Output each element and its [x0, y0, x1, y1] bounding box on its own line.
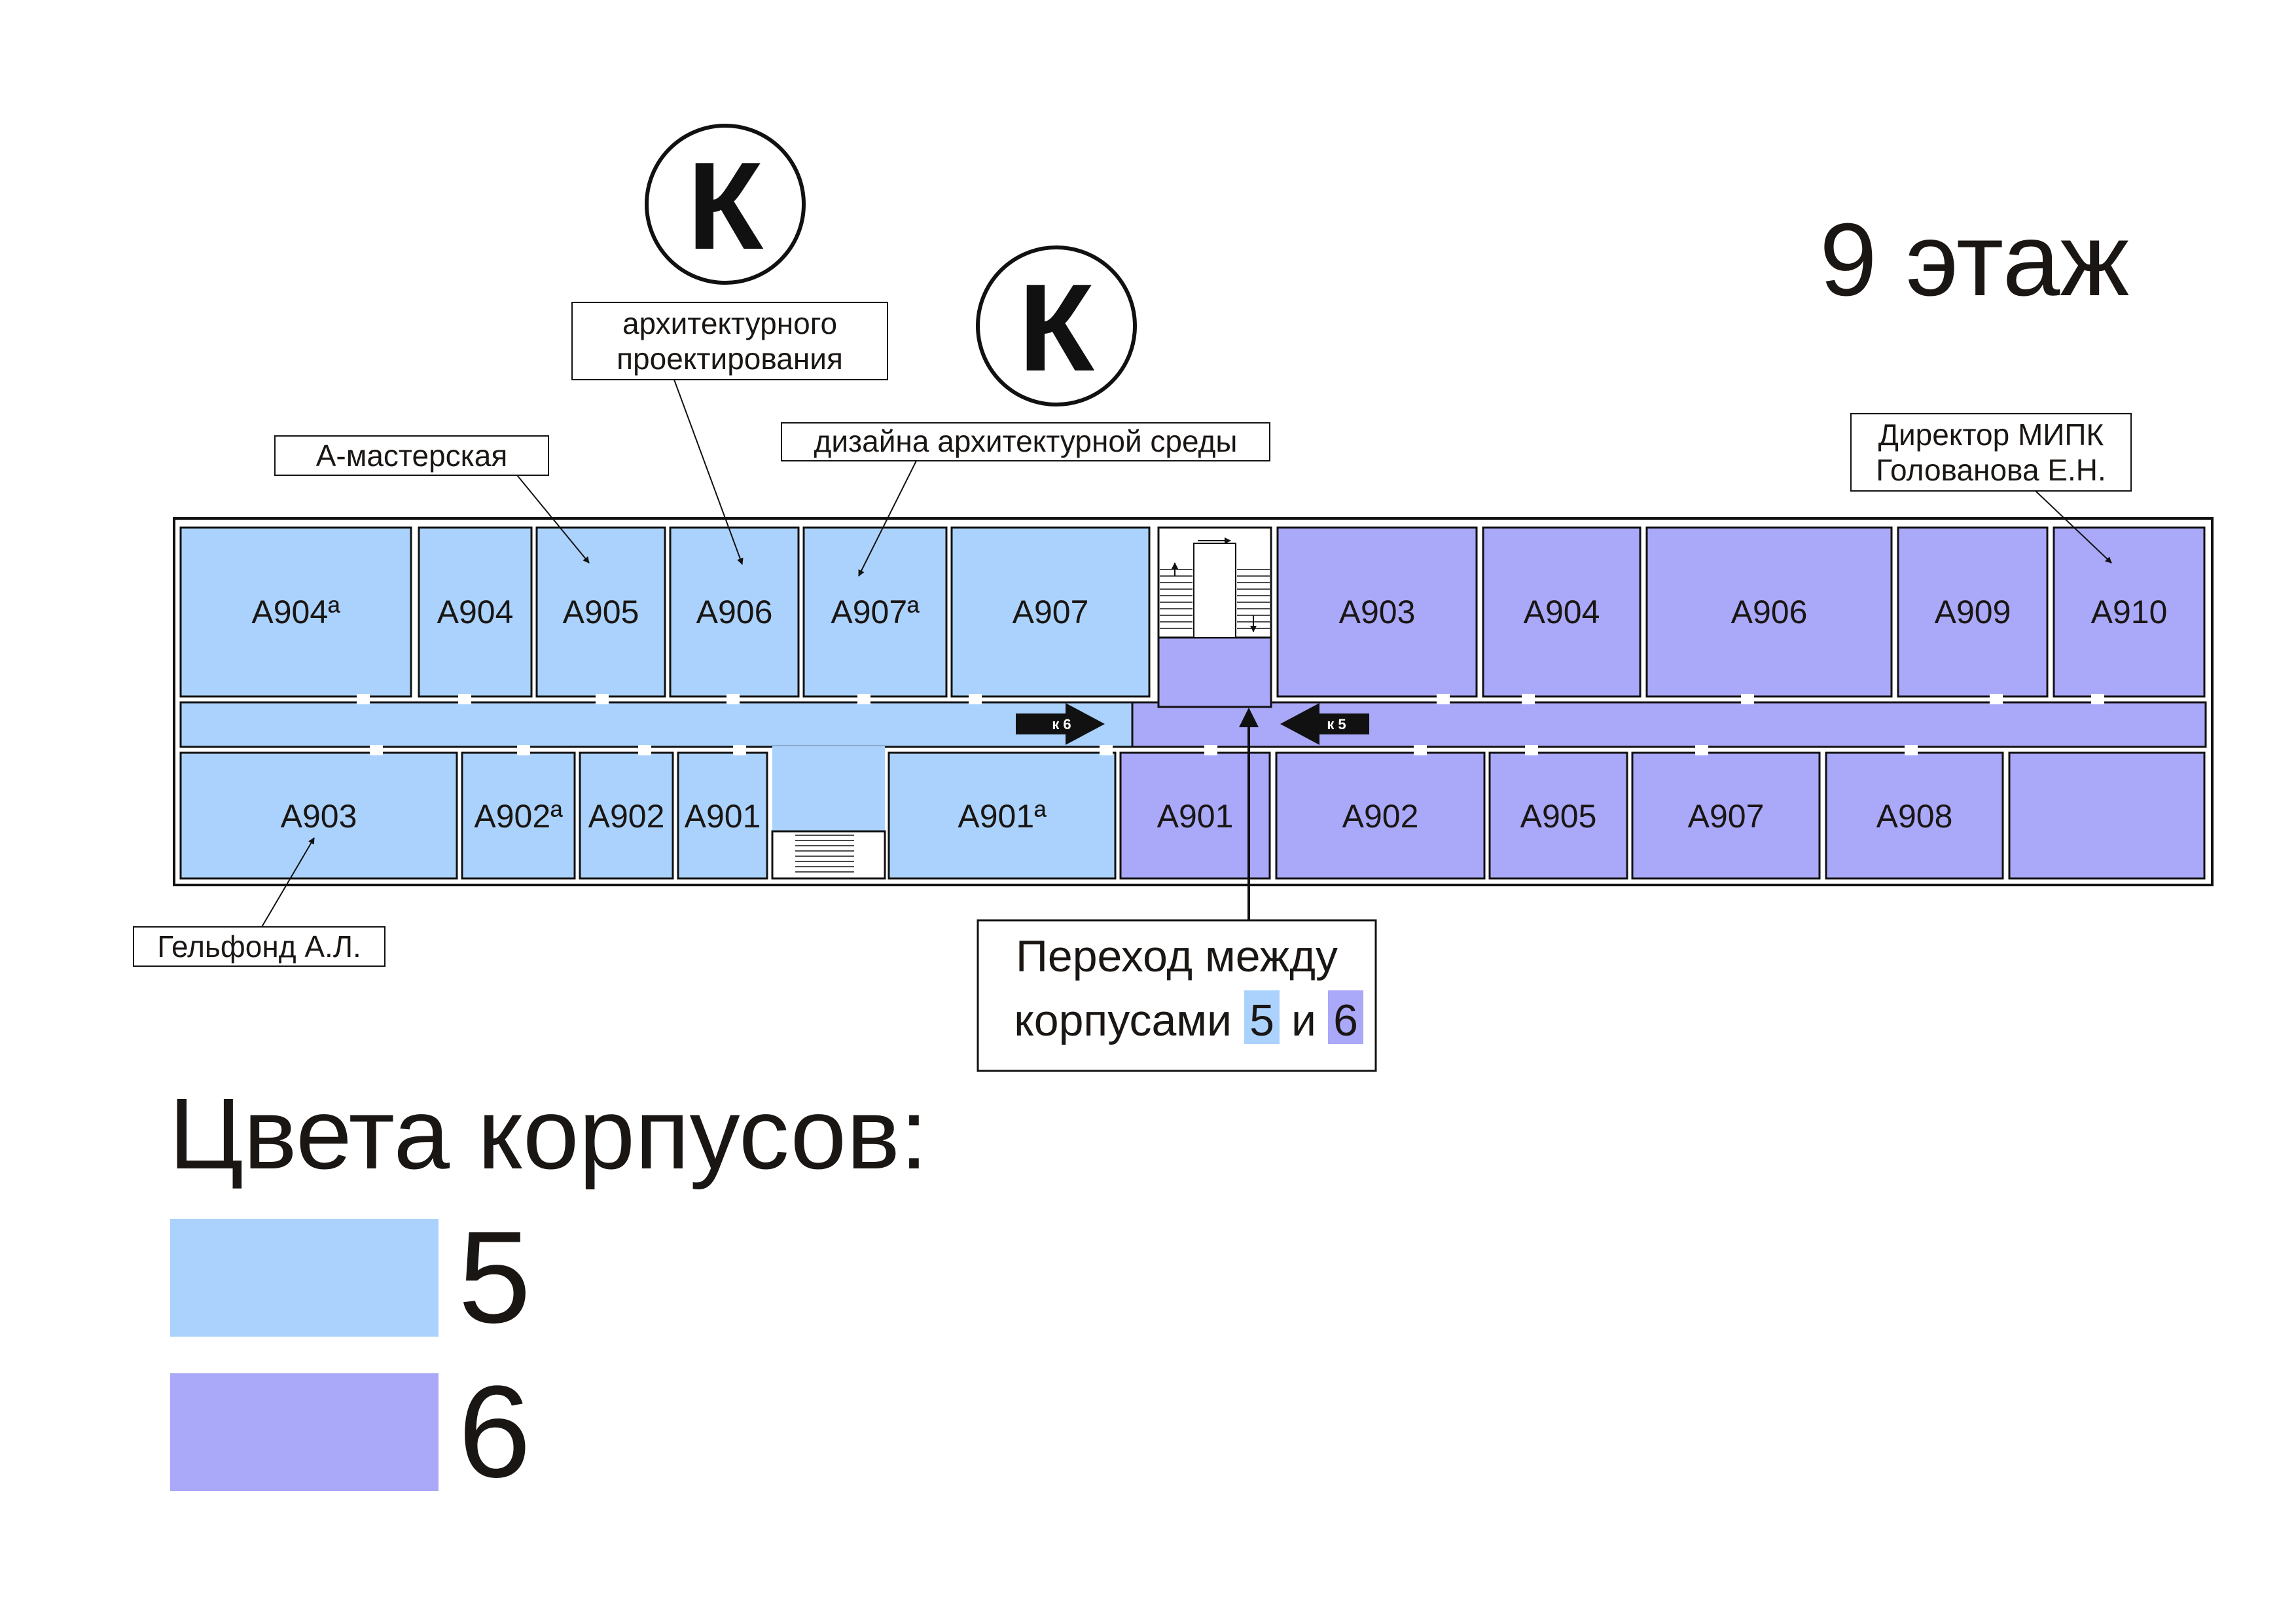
transition-conjunction: и — [1291, 996, 1316, 1045]
room-label: А904 — [1524, 594, 1600, 630]
room-box — [1825, 751, 2004, 880]
legend-swatch-building-6 — [170, 1373, 439, 1491]
room-box — [535, 526, 666, 698]
room-label: А902 — [588, 798, 665, 835]
svg-text:Директор МИПК: Директор МИПК — [1878, 418, 2104, 452]
badge-letter: К — [1018, 259, 1095, 397]
room-label: А910 — [2091, 594, 2168, 630]
transition-prefix: корпусами — [1014, 996, 1232, 1045]
rooms-building-5 — [179, 526, 1151, 880]
room-label: А902 — [1342, 798, 1419, 835]
callout-transition: Переход между корпусами 5 и 6 — [977, 708, 1377, 1072]
room-box — [2053, 526, 2206, 698]
room-labels-building-5: А904ª А904 А905 А906 А907ª А907 А903 А90… — [251, 594, 1088, 835]
room-labels-building-6: А903 А904 А906 А909 А910 А901 А902 А905 … — [1157, 594, 2168, 835]
room-label: А904ª — [251, 594, 340, 630]
corridor-building-5-stair-hall — [772, 746, 885, 831]
room-label: А907ª — [831, 594, 920, 630]
room-label: А905 — [563, 594, 639, 630]
legend-label-building-6: 6 — [458, 1359, 531, 1505]
doors — [357, 694, 2104, 755]
direction-arrow-to-5: к 5 — [1280, 703, 1369, 745]
room-label: А903 — [281, 798, 357, 835]
room-label: А901ª — [958, 798, 1047, 835]
callout-env-design: дизайна архитектурной среды — [781, 422, 1270, 577]
room-box — [579, 751, 674, 880]
department-badge-arch-design: К — [645, 124, 806, 285]
room-box — [179, 751, 458, 880]
legend-label-building-5: 5 — [458, 1204, 531, 1350]
svg-text:А-мастерская: А-мастерская — [316, 439, 508, 473]
room-label: А909 — [1935, 594, 2011, 630]
room-label: А907 — [1013, 594, 1089, 630]
room-label: А903 — [1339, 594, 1416, 630]
svg-text:проектирования: проектирования — [617, 342, 843, 376]
room-box — [1631, 751, 1821, 880]
room-label: А908 — [1876, 798, 1953, 835]
direction-arrow-to-6: к 6 — [1016, 703, 1105, 745]
room-label: А902ª — [474, 798, 563, 835]
corridor-building-5 — [179, 701, 1143, 748]
legend-swatch-building-5 — [170, 1219, 439, 1337]
room-box — [1645, 526, 1893, 698]
svg-text:Переход между: Переход между — [1016, 931, 1338, 981]
legend-title: Цвета корпусов: — [169, 1077, 928, 1190]
svg-text:к 5: к 5 — [1327, 716, 1346, 732]
room-label: А907 — [1688, 798, 1765, 835]
room-box — [418, 526, 533, 698]
transition-building-a: 5 — [1249, 996, 1274, 1045]
room-box — [669, 526, 800, 698]
room-box — [179, 526, 412, 698]
staircase-building-5 — [771, 830, 886, 880]
callout-a-workshop: А-мастерская — [274, 435, 590, 564]
room-box — [677, 751, 768, 880]
svg-text:Гельфонд А.Л.: Гельфонд А.Л. — [157, 929, 361, 964]
room-box — [888, 751, 1117, 880]
svg-text:архитектурного: архитектурного — [622, 306, 837, 340]
callout-director: Директор МИПК Голованова Е.Н. — [1850, 413, 2132, 564]
transition-hall — [1157, 634, 1272, 708]
transition-building-b: 6 — [1333, 996, 1358, 1045]
callout-arch-design: архитектурного проектирования — [571, 302, 888, 565]
floor-title: 9 этаж — [1820, 202, 2130, 317]
room-box — [1897, 526, 2049, 698]
room-box — [1488, 751, 1628, 880]
room-box — [1119, 751, 1271, 880]
room-box — [1276, 526, 1478, 698]
department-badge-env-design: К — [976, 245, 1137, 406]
room-box — [1275, 751, 1486, 880]
svg-text:дизайна архитектурной среды: дизайна архитектурной среды — [814, 424, 1238, 458]
callout-gelfond: Гельфонд А.Л. — [133, 837, 386, 967]
svg-text:Голованова Е.Н.: Голованова Е.Н. — [1876, 453, 2106, 487]
room-label: А901 — [685, 798, 761, 835]
room-box — [461, 751, 576, 880]
room-box — [1482, 526, 1641, 698]
staircase-building-6 — [1157, 526, 1272, 639]
badge-letter: К — [687, 137, 764, 276]
room-label: А901 — [1157, 798, 1234, 835]
room-label: А904 — [437, 594, 514, 630]
room-label: А905 — [1520, 798, 1597, 835]
room-label: А906 — [1731, 594, 1808, 630]
rooms-building-6 — [1119, 526, 2206, 880]
room-box — [2008, 751, 2206, 880]
room-box — [950, 526, 1151, 698]
svg-text:к 6: к 6 — [1052, 716, 1071, 732]
room-label: А906 — [696, 594, 773, 630]
room-box — [802, 526, 948, 698]
